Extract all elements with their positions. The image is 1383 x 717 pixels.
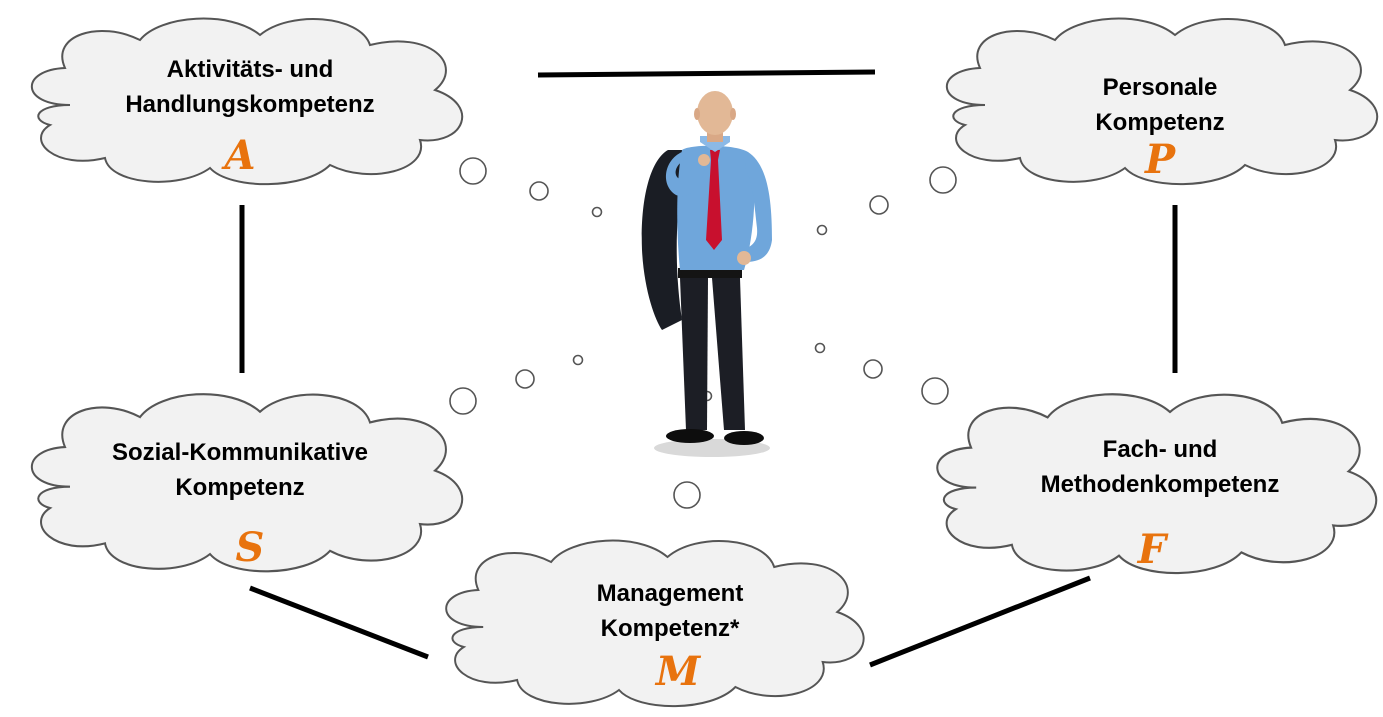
cloud-management-line1: Management [596, 580, 744, 607]
businessman-icon [641, 91, 772, 457]
cloud-social-letter: S [235, 524, 265, 571]
cloud-activity-letter: A [224, 132, 256, 179]
cloud-activity-label: Aktivitäts- und Handlungskompetenz [70, 52, 430, 122]
cloud-personal-letter: P [1144, 136, 1176, 183]
cloud-management-letter: M [655, 648, 701, 695]
thought-bubble [459, 157, 487, 185]
cloud-social-line2: Kompetenz [175, 474, 305, 501]
cloud-social-line1: Sozial-Kommunikative [111, 439, 369, 466]
thought-bubble [863, 359, 883, 379]
thought-bubble [869, 195, 889, 215]
cloud-personal-line2: Kompetenz [1095, 109, 1225, 136]
cloud-personal-line1: Personale [1102, 74, 1218, 101]
thought-bubble [515, 369, 535, 389]
cloud-management-line2: Kompetenz* [600, 615, 740, 642]
cloud-activity-line2: Handlungskompetenz [125, 91, 375, 118]
connector-bottom-left [249, 585, 429, 660]
cloud-professional-letter: F [1137, 526, 1167, 573]
cloud-management-label: Management Kompetenz* [520, 576, 820, 646]
thought-bubble [529, 181, 549, 201]
cloud-professional-line2: Methodenkompetenz [1040, 471, 1280, 498]
thought-bubble [816, 224, 828, 236]
thought-bubble [591, 206, 603, 218]
thought-bubble [673, 481, 701, 509]
connector-top [537, 69, 876, 78]
thought-bubble [929, 166, 957, 194]
thought-bubble [814, 342, 826, 354]
cloud-activity-line1: Aktivitäts- und [166, 56, 334, 83]
cloud-social-label: Sozial-Kommunikative Kompetenz [60, 435, 420, 505]
cloud-professional-label: Fach- und Methodenkompetenz [995, 432, 1325, 502]
thought-bubble [449, 387, 477, 415]
cloud-personal-label: Personale Kompetenz [1010, 70, 1310, 140]
connector-bottom-right [869, 575, 1091, 668]
connector-lines [239, 69, 1178, 668]
cloud-professional-line1: Fach- und [1102, 436, 1218, 463]
thought-bubble [921, 377, 949, 405]
thought-bubble [572, 354, 584, 366]
